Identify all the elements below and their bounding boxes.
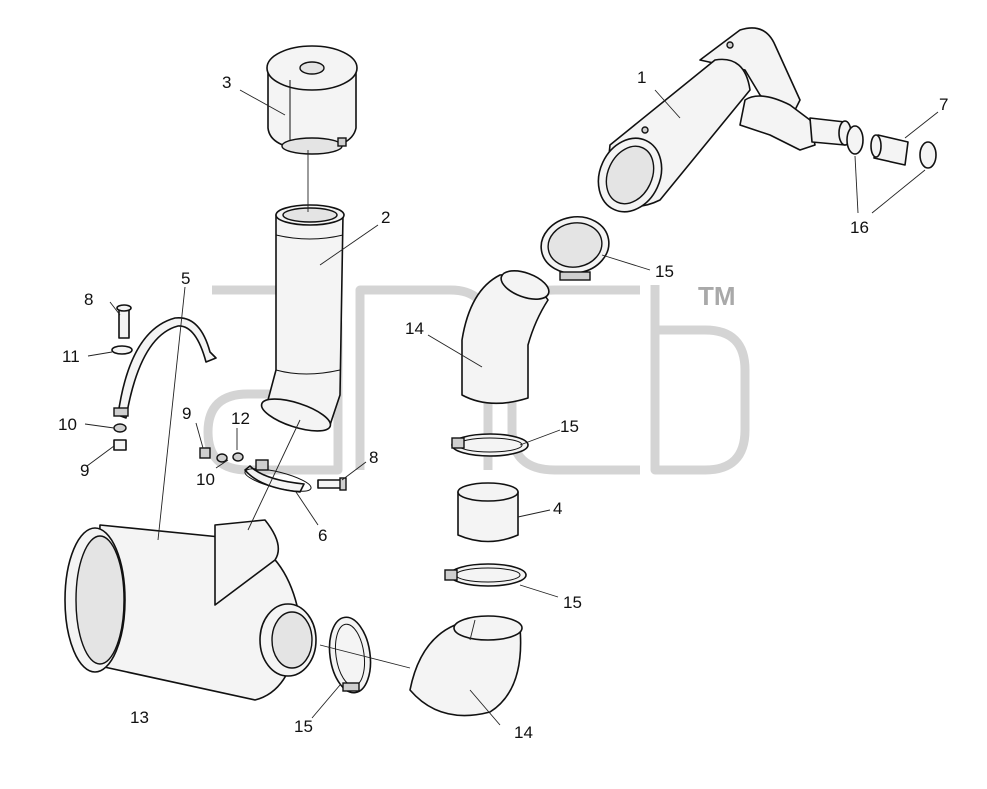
- part-15-hose-clamp-center-lower: [444, 563, 527, 587]
- part-15-hose-clamp-center-upper: [451, 433, 529, 457]
- watermark-trademark: TM: [698, 281, 736, 311]
- part-14-elbow-lower: [409, 615, 523, 717]
- callout-7: 7: [939, 95, 948, 114]
- callout-16: 16: [850, 218, 869, 237]
- callout-3: 3: [222, 73, 231, 92]
- callout-15-center-lower: 15: [563, 593, 582, 612]
- part-6-clamp: [199, 447, 347, 493]
- callout-8-center: 8: [369, 448, 378, 467]
- callout-5: 5: [181, 269, 190, 288]
- callout-14-lower: 14: [514, 723, 533, 742]
- callout-10-left: 10: [58, 415, 77, 434]
- part-4-coupler: [457, 482, 519, 543]
- callout-6: 6: [318, 526, 327, 545]
- callout-10-center: 10: [196, 470, 215, 489]
- callout-8-left: 8: [84, 290, 93, 309]
- fastener-stack-left: [111, 304, 133, 451]
- callout-4: 4: [553, 499, 562, 518]
- part-1-intake-pipe: [597, 27, 852, 213]
- callout-9-center: 9: [182, 404, 191, 423]
- callout-9-left: 9: [80, 461, 89, 480]
- part-13-air-filter-housing: [64, 519, 317, 701]
- callout-15-center-upper: 15: [560, 417, 579, 436]
- part-3-precleaner-cap: [266, 45, 358, 155]
- callout-labels: 1 2 3 4 5 6 7 8 8 9 9 10 10 11 12 13 14 …: [58, 68, 948, 742]
- callout-13: 13: [130, 708, 149, 727]
- callout-14-upper: 14: [405, 319, 424, 338]
- callout-1: 1: [637, 68, 646, 87]
- callout-2: 2: [381, 208, 390, 227]
- part-14-hose-upper: [461, 270, 550, 405]
- part-15-hose-clamp-upper: [540, 216, 610, 281]
- callout-12: 12: [231, 409, 250, 428]
- part-7-sleeve: [870, 134, 909, 166]
- part-5-strap: [113, 317, 217, 419]
- part-2-inlet-tube: [260, 204, 345, 432]
- part-15-hose-clamp-lower-left: [328, 616, 372, 694]
- callout-15-upper: 15: [655, 262, 674, 281]
- leader-lines: [84, 89, 939, 726]
- callout-11: 11: [62, 347, 80, 366]
- callout-15-lower-left: 15: [294, 717, 313, 736]
- part-16-small-clamps: [846, 125, 937, 169]
